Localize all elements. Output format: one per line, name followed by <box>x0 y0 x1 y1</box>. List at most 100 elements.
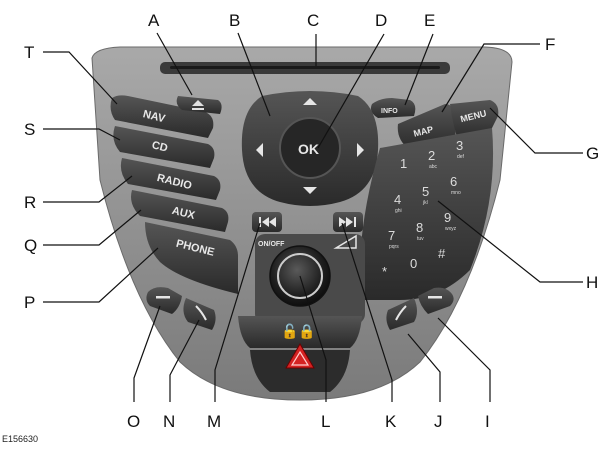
keypad-key-letters: abc <box>429 164 438 170</box>
keypad-key-hash[interactable]: # <box>438 246 446 261</box>
on-off-label: ON/OFF <box>258 241 285 248</box>
cd-button-label: CD <box>151 139 169 155</box>
leader-b <box>237 32 271 117</box>
callout-i: I <box>485 412 490 431</box>
leader-m <box>214 222 261 402</box>
info-button-label: INFO <box>381 108 398 115</box>
leader-k <box>341 222 393 402</box>
map-button-label: MAP <box>412 124 434 139</box>
arrow-up-icon[interactable] <box>303 98 317 105</box>
navigation-pad: OK <box>241 91 379 206</box>
callout-m: M <box>207 412 221 431</box>
leader-l <box>299 275 327 402</box>
keypad-key-5[interactable]: 5 <box>422 184 429 199</box>
leader-r <box>43 175 133 203</box>
keypad-key-9[interactable]: 9 <box>444 210 451 225</box>
ok-button[interactable] <box>279 117 341 179</box>
callout-r: R <box>24 193 36 212</box>
info-button[interactable]: INFO <box>370 98 416 118</box>
leader-o <box>133 305 161 402</box>
volume-wedge-icon <box>333 234 357 249</box>
keypad-key-letters: def <box>457 154 465 160</box>
arrow-down-icon[interactable] <box>303 187 317 194</box>
callout-t: T <box>24 43 34 62</box>
door-lock-button[interactable]: 🔓🔒 <box>238 316 362 348</box>
leader-g <box>489 107 583 154</box>
leader-j <box>407 333 441 402</box>
leader-e <box>404 33 434 106</box>
keypad-key-letters: ghi <box>395 208 402 214</box>
end-call-button-left[interactable] <box>146 287 182 314</box>
callout-k: K <box>385 412 397 431</box>
leader-i <box>437 317 491 402</box>
seek-back-button[interactable] <box>252 212 282 232</box>
seek-forward-button[interactable] <box>333 212 363 232</box>
arrow-right-icon[interactable] <box>357 143 364 157</box>
keypad-key-2[interactable]: 2 <box>428 148 435 163</box>
leader-n <box>169 319 200 402</box>
nav-button[interactable] <box>110 95 214 138</box>
keypad-key-4[interactable]: 4 <box>394 192 401 207</box>
figure-code: E156630 <box>2 434 39 444</box>
left-button-column: NAV CD RADIO AUX PHONE <box>110 95 238 294</box>
callout-e: E <box>424 11 435 30</box>
keypad-key-star[interactable]: * <box>382 264 387 279</box>
callout-d: D <box>375 11 387 30</box>
keypad-key-letters: jkl <box>422 200 428 206</box>
keypad-key-6[interactable]: 6 <box>450 174 457 189</box>
aux-button-label: AUX <box>171 205 197 222</box>
aux-button[interactable] <box>131 190 229 232</box>
callout-l: L <box>321 412 330 431</box>
seek-forward-icon <box>346 217 353 227</box>
callout-c: C <box>307 11 319 30</box>
lock-icon: 🔓🔒 <box>281 323 316 340</box>
leader-d <box>317 33 385 149</box>
power-volume-control: ON/OFF <box>255 234 365 324</box>
eject-icon <box>192 100 204 106</box>
callout-q: Q <box>24 236 37 255</box>
leader-lines <box>43 32 583 402</box>
leader-a <box>156 32 193 96</box>
arrow-left-icon[interactable] <box>256 143 263 157</box>
phone-button[interactable] <box>145 222 238 294</box>
right-call-buttons <box>386 287 454 330</box>
leader-h <box>437 200 583 283</box>
callout-p: P <box>24 293 35 312</box>
answer-call-button-right[interactable] <box>386 298 417 330</box>
callout-j: J <box>434 412 443 431</box>
callout-s: S <box>24 120 35 139</box>
callout-b: B <box>229 11 240 30</box>
seek-back-icon <box>262 217 269 227</box>
answer-call-button-left[interactable] <box>183 298 216 330</box>
callout-o: O <box>127 412 140 431</box>
callout-h: H <box>586 273 598 292</box>
callout-a: A <box>148 11 160 30</box>
left-call-buttons <box>146 287 216 330</box>
callout-n: N <box>163 412 175 431</box>
keypad-key-letters: mno <box>451 190 461 196</box>
keypad-key-7[interactable]: 7 <box>388 228 395 243</box>
keypad-key-3[interactable]: 3 <box>456 138 463 153</box>
keypad-key-8[interactable]: 8 <box>416 220 423 235</box>
keypad-key-0[interactable]: 0 <box>410 256 417 271</box>
hazard-button[interactable] <box>250 343 350 392</box>
callout-labels: A B C D E F G H I J K L M N O P Q R S T <box>24 11 599 431</box>
nav-button-label: NAV <box>142 108 167 125</box>
eject-button[interactable] <box>176 96 222 114</box>
keypad-key-letters: wxyz <box>445 226 457 232</box>
callout-g: G <box>586 144 599 163</box>
radio-button[interactable] <box>120 158 221 200</box>
keypad-area <box>359 128 494 300</box>
leader-f <box>441 43 540 113</box>
leader-s <box>43 128 121 141</box>
hazard-icon <box>285 343 315 369</box>
phone-handset-icon-right <box>395 305 407 321</box>
ok-button-label: OK <box>298 141 319 157</box>
leader-t <box>43 51 118 105</box>
cd-button[interactable] <box>113 126 215 168</box>
keypad-key-letters: tuv <box>417 236 424 242</box>
end-call-button-right[interactable] <box>418 287 454 314</box>
keypad-key-1[interactable]: 1 <box>400 156 407 171</box>
